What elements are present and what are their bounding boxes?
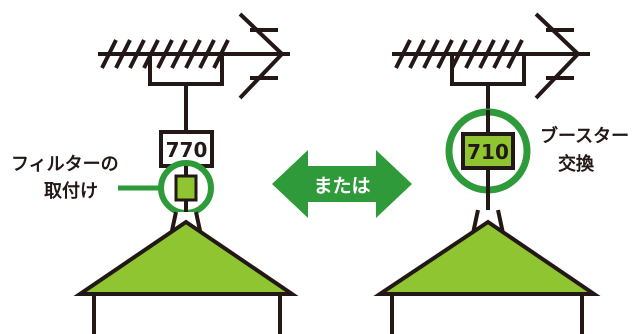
right-amplifier-label: 710 [467, 140, 509, 164]
left-note-line1: フィルターの [11, 154, 119, 175]
left-note-line2: 取付け [44, 180, 98, 202]
or-arrow: または [272, 150, 412, 218]
left-roof [73, 219, 299, 296]
double-arrow-icon [272, 150, 412, 218]
right-roof [373, 219, 601, 296]
right-antenna-setup: 710 ブースター 交換 [373, 12, 629, 334]
left-antenna-setup: 770 フィルターの 取付け [11, 12, 299, 334]
right-note-line1: ブースター [540, 125, 629, 147]
left-antenna-icon [98, 12, 290, 132]
right-antenna-icon [392, 12, 590, 110]
right-note-line2: 交換 [558, 153, 595, 175]
left-amplifier-label: 770 [166, 138, 208, 162]
filter-icon [174, 174, 198, 202]
or-label: または [313, 175, 370, 197]
